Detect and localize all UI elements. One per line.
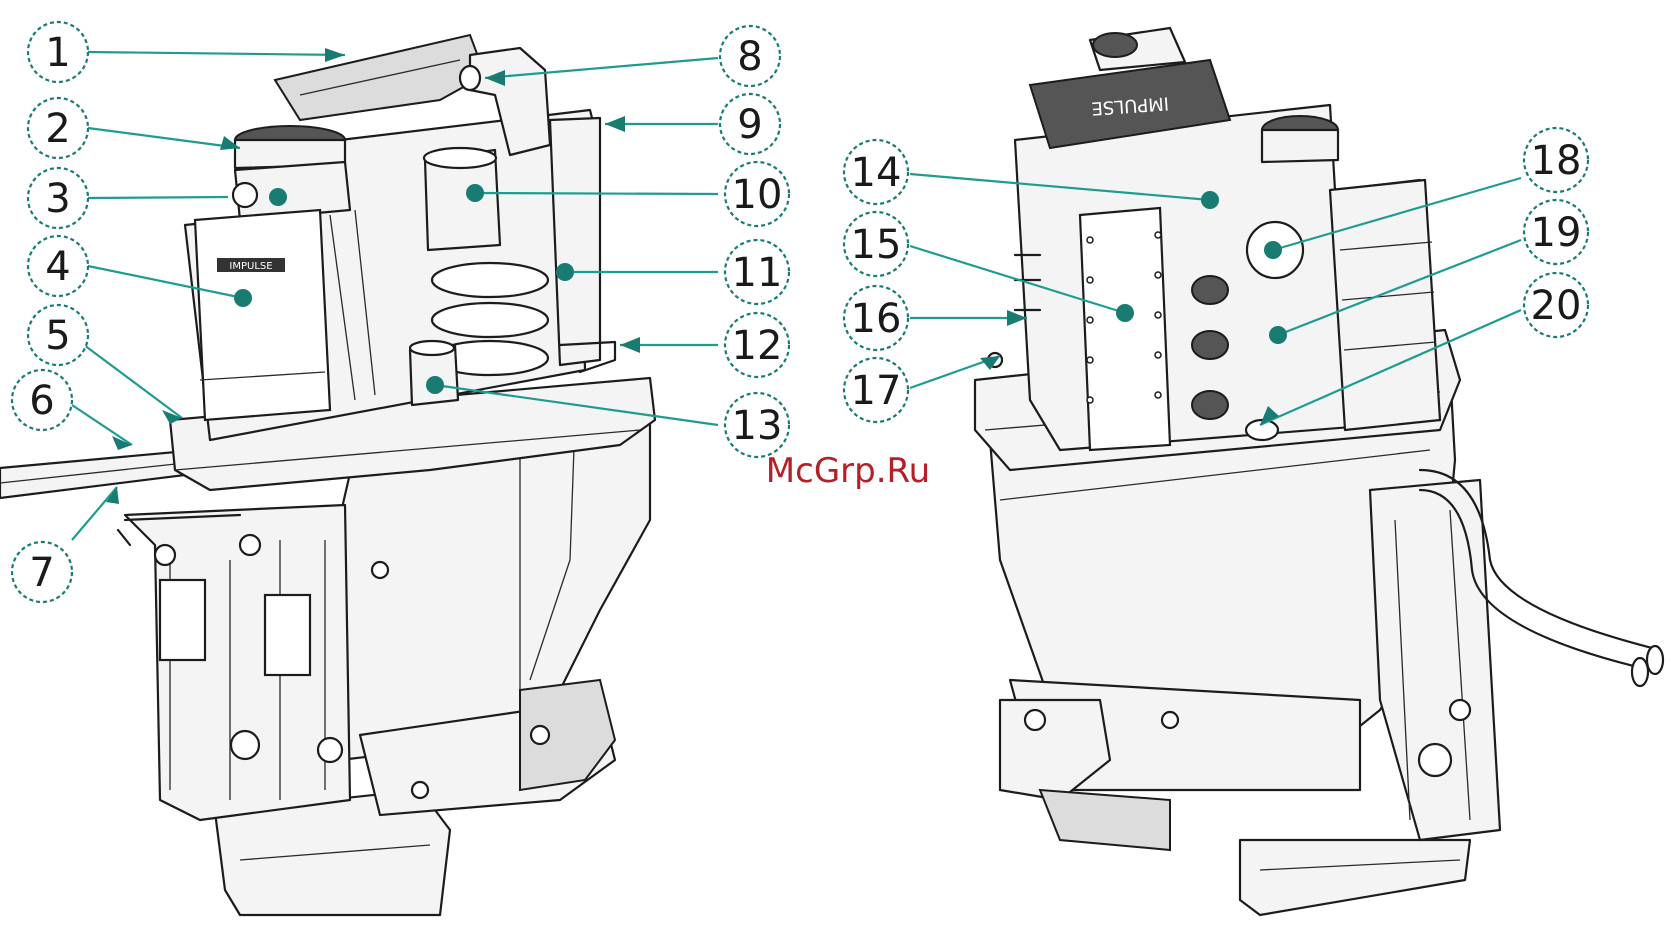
callout-1-number: 1 xyxy=(45,30,70,76)
callout-16-number: 16 xyxy=(851,296,902,342)
callout-14: 14 xyxy=(844,140,908,204)
left-engine-illustration: IMPULSE xyxy=(0,35,655,915)
callout-20-number: 20 xyxy=(1531,283,1582,329)
callout-18-number: 18 xyxy=(1531,138,1582,184)
callout-3: 3 xyxy=(28,168,88,228)
callout-6: 6 xyxy=(12,370,72,430)
ecu-label-text: IMPULSE xyxy=(229,261,272,272)
callout-2-number: 2 xyxy=(45,106,70,152)
callout-19: 19 xyxy=(1524,200,1588,264)
callout-10: 10 xyxy=(725,162,789,226)
callout-12-number: 12 xyxy=(732,323,783,369)
callout-8-number: 8 xyxy=(737,34,762,80)
callout-5-number: 5 xyxy=(45,313,70,359)
callout-15: 15 xyxy=(844,212,908,276)
callout-12: 12 xyxy=(725,313,789,377)
callout-3-number: 3 xyxy=(45,176,70,222)
callout-10-number: 10 xyxy=(732,172,783,218)
callout-18: 18 xyxy=(1524,128,1588,192)
callout-2: 2 xyxy=(28,98,88,158)
callout-20: 20 xyxy=(1524,273,1588,337)
callout-11-number: 11 xyxy=(732,250,783,296)
callout-8: 8 xyxy=(720,26,780,86)
callout-13: 13 xyxy=(725,393,789,457)
callout-1: 1 xyxy=(28,22,88,82)
callout-4: 4 xyxy=(28,236,88,296)
callout-17: 17 xyxy=(844,358,908,422)
callout-5: 5 xyxy=(28,305,88,365)
callout-4-number: 4 xyxy=(45,244,70,290)
callout-6-number: 6 xyxy=(29,378,54,424)
callout-14-number: 14 xyxy=(851,150,902,196)
callout-19-number: 19 xyxy=(1531,210,1582,256)
watermark-text: McGrp.Ru xyxy=(766,451,930,491)
callout-7: 7 xyxy=(12,542,72,602)
callout-13-number: 13 xyxy=(732,403,783,449)
callout-9-number: 9 xyxy=(737,102,762,148)
callout-11: 11 xyxy=(725,240,789,304)
callout-16: 16 xyxy=(844,286,908,350)
callout-17-number: 17 xyxy=(851,368,902,414)
callout-7-number: 7 xyxy=(29,550,54,596)
callout-15-number: 15 xyxy=(851,222,902,268)
callout-9: 9 xyxy=(720,94,780,154)
